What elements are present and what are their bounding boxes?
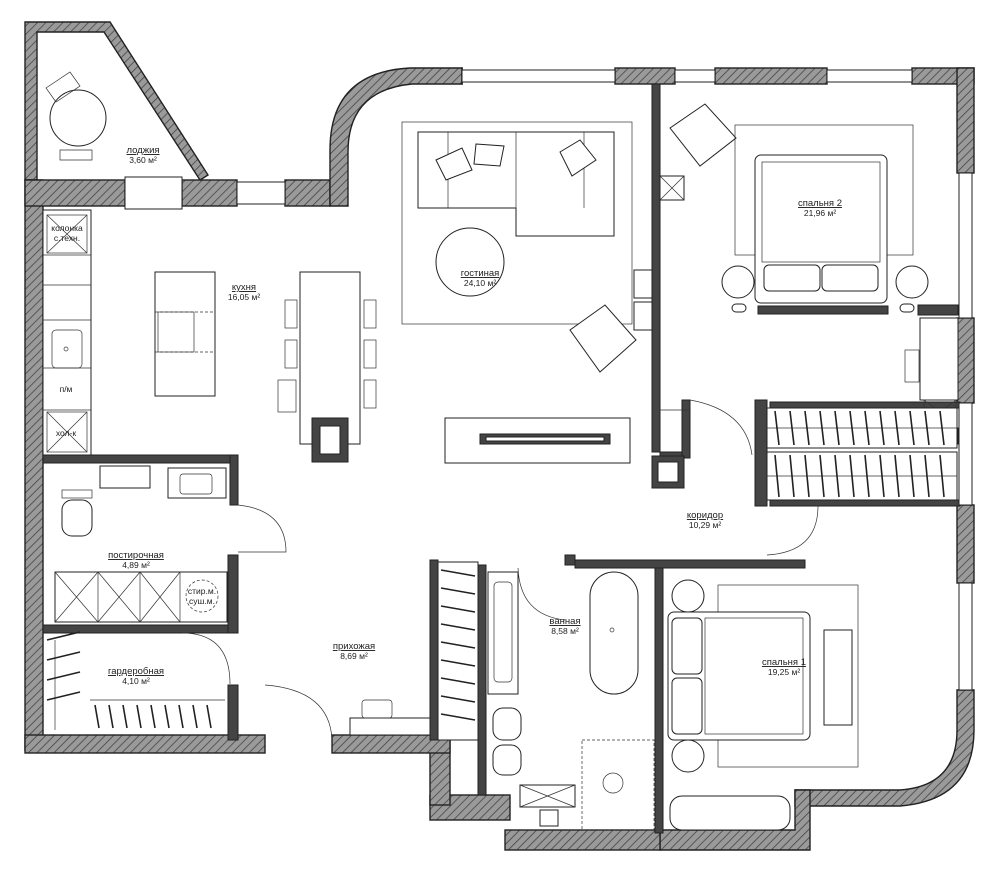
hanger-line [834, 454, 840, 498]
hanger-line [46, 671, 81, 681]
fixture-washer-label-1: стир.м. [188, 586, 216, 596]
room-area-wardrobe: 4,10 м² [122, 676, 150, 686]
laundry-furniture [54, 465, 228, 623]
room-area-hall: 8,69 м² [340, 651, 368, 661]
hanger-line [879, 410, 885, 446]
hanger-line [440, 659, 476, 667]
hanger-line [849, 454, 855, 498]
loggia-furniture [45, 71, 107, 161]
hanger-line [819, 410, 825, 446]
hanger-line [192, 704, 198, 729]
hanger-line [924, 410, 930, 446]
room-name-kitchen: кухня [232, 282, 256, 293]
room-name-corridor: коридор [687, 510, 723, 521]
corridor-wardrobes [766, 407, 958, 501]
hanger-line [108, 704, 114, 729]
room-name-wardrobe: гардеробная [108, 666, 164, 677]
room-name-hall: прихожая [333, 641, 375, 652]
room-area-corridor: 10,29 м² [689, 520, 721, 530]
outer-walls [24, 21, 975, 851]
fixture-column-label-2: с.техн. [54, 233, 80, 243]
hanger-line [774, 454, 780, 498]
hanger-line [122, 704, 128, 729]
hanger-line [440, 623, 476, 631]
hanger-line [789, 410, 795, 446]
fixture-washer-label-2: суш.м. [189, 596, 215, 606]
hanger-line [46, 651, 81, 661]
room-area-kitchen: 16,05 м² [228, 292, 260, 302]
fixture-labels: колонка с.техн. п/м хол-к стир.м. суш.м. [51, 223, 216, 606]
room-name-bathroom: ванная [549, 616, 580, 627]
hanger-line [894, 454, 900, 498]
hanger-line [909, 454, 915, 498]
room-labels: лоджия 3,60 м² кухня 16,05 м² гостиная 2… [108, 145, 842, 686]
room-area-living: 24,10 м² [464, 278, 496, 288]
hanger-line [440, 677, 476, 685]
windows [124, 69, 973, 691]
room-area-loggia: 3,60 м² [129, 155, 157, 165]
hanger-line [440, 569, 476, 577]
hanger-line [136, 704, 142, 729]
bedroom1-furniture [667, 579, 859, 831]
hanger-line [46, 691, 81, 701]
hanger-line [894, 410, 900, 446]
hanger-line [440, 605, 476, 613]
hanger-line [804, 454, 810, 498]
hanger-line [849, 410, 855, 446]
fixture-fridge-label: хол-к [56, 428, 76, 438]
hanger-line [440, 587, 476, 595]
fixture-column-label-1: колонка [51, 223, 83, 233]
fixture-dishwasher-label: п/м [60, 384, 73, 394]
hanger-lines [46, 410, 945, 729]
hanger-line [789, 454, 795, 498]
hanger-line [909, 410, 915, 446]
hanger-line [864, 454, 870, 498]
doors [181, 399, 819, 741]
room-area-bedroom2: 21,96 м² [804, 208, 836, 218]
hanger-line [939, 410, 945, 446]
hanger-line [440, 641, 476, 649]
hanger-line [206, 704, 212, 729]
room-area-laundry: 4,89 м² [122, 560, 150, 570]
room-name-laundry: постирочная [108, 550, 164, 561]
hanger-line [939, 454, 945, 498]
hanger-line [440, 713, 476, 721]
bathroom-furniture [487, 571, 655, 831]
hanger-line [94, 704, 100, 729]
room-name-loggia: лоджия [126, 145, 159, 156]
hanger-line [150, 704, 156, 729]
kitchen-furniture [42, 209, 377, 463]
hanger-line [774, 410, 780, 446]
living-furniture [401, 121, 685, 489]
hanger-line [46, 631, 81, 641]
room-name-living: гостиная [461, 268, 500, 279]
room-name-bedroom1: спальня 1 [762, 657, 806, 668]
hanger-line [819, 454, 825, 498]
hanger-line [164, 704, 170, 729]
bedroom2-furniture [659, 103, 959, 445]
hanger-line [440, 695, 476, 703]
room-area-bathroom: 8,58 м² [551, 626, 579, 636]
room-area-bedroom1: 19,25 м² [768, 667, 800, 677]
wardrobe-room-racks [54, 640, 225, 730]
room-name-bedroom2: спальня 2 [798, 198, 842, 209]
hanger-line [864, 410, 870, 446]
hanger-line [879, 454, 885, 498]
hanger-line [178, 704, 184, 729]
hanger-line [924, 454, 930, 498]
hanger-line [804, 410, 810, 446]
hanger-line [834, 410, 840, 446]
